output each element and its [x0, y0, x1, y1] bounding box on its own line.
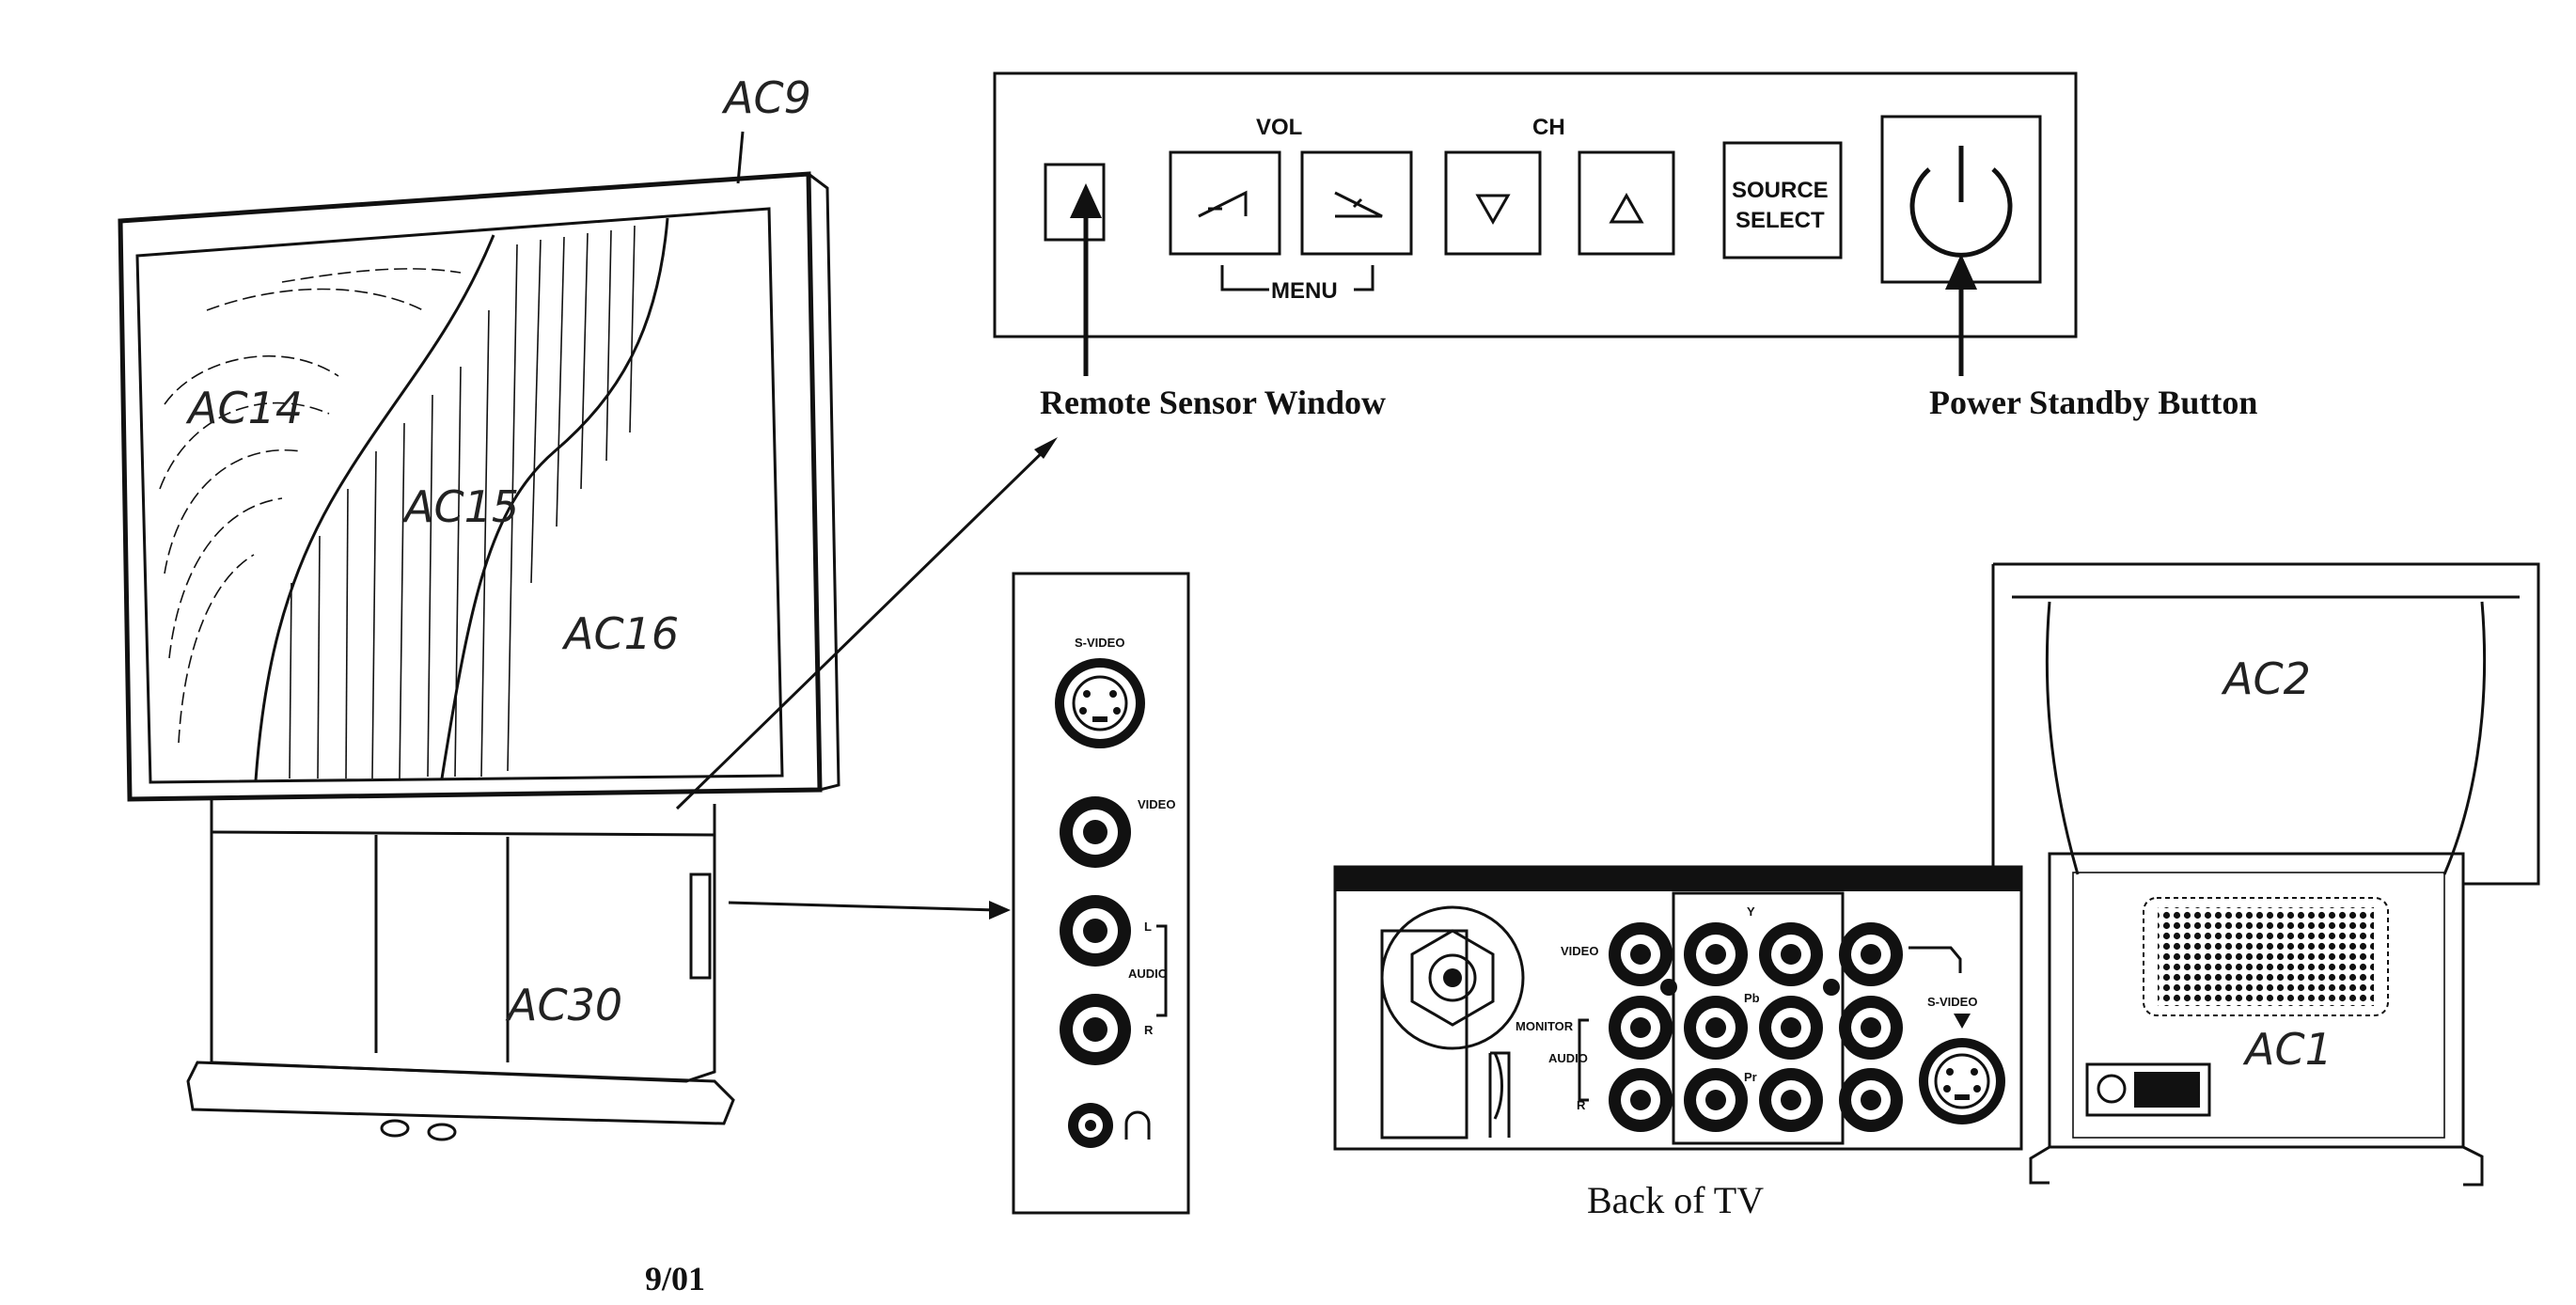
date-mark: 9/01 [645, 1260, 705, 1297]
rear-rca-jacks [1609, 922, 1903, 1132]
ch-label: CH [1532, 115, 1565, 140]
rear-y-label: Y [1747, 904, 1755, 919]
tv-pedestal [210, 799, 716, 1083]
side-l-label: L [1144, 920, 1152, 934]
headphone-icon [1124, 1110, 1151, 1140]
rca-jack [1609, 1068, 1673, 1132]
ac14-swirl [159, 268, 462, 744]
side-video-jack [1060, 796, 1131, 868]
label-ac1: AC1 [2242, 1024, 2333, 1075]
vol-label: VOL [1256, 115, 1302, 140]
back-of-tv-caption: Back of TV [1587, 1179, 1764, 1221]
rca-jack [1609, 996, 1673, 1060]
label-ac15: AC15 [401, 481, 519, 532]
tv-base [186, 1061, 735, 1125]
rca-jack [1684, 1068, 1748, 1132]
control-panel: VOL MENU CH SOURCE SELECT Remote Sensor … [993, 71, 2257, 421]
rear-pb-label: Pb [1744, 991, 1760, 1005]
remote-sensor-window [1044, 163, 1106, 242]
rca-jack [1759, 996, 1823, 1060]
rear-cabinet-lower [2048, 852, 2465, 1149]
label-ac30: AC30 [505, 980, 622, 1030]
pedestal-side-jacks [689, 873, 712, 980]
region-ac15-left-edge [254, 234, 495, 781]
rca-jack [1684, 922, 1748, 986]
vol-up-button [1300, 150, 1413, 256]
source-label-line2: SELECT [1736, 208, 1825, 233]
side-headphone-jack [1068, 1103, 1113, 1148]
tv-screen [135, 207, 784, 784]
back-of-tv: AC2 AC1 VIDEO MONITOR AUDIO R [1333, 562, 2540, 1221]
source-select-button [1722, 141, 1843, 259]
side-panel-frame [1012, 572, 1190, 1215]
ch-down-button [1444, 150, 1542, 256]
vol-down-button [1169, 150, 1281, 256]
rear-monitor-label: MONITOR [1516, 1019, 1574, 1033]
label-ac9: AC9 [721, 72, 811, 123]
control-panel-frame [993, 71, 2078, 338]
rear-video-label: VIDEO [1561, 944, 1598, 958]
power-standby-caption: Power Standby Button [1929, 384, 2257, 421]
rca-jack [1684, 996, 1748, 1060]
remote-sensor-caption: Remote Sensor Window [1040, 384, 1386, 421]
ac15-hatch [289, 225, 636, 779]
rca-jack [1759, 922, 1823, 986]
side-video-label: VIDEO [1138, 797, 1175, 811]
label-ac16: AC16 [561, 608, 679, 659]
menu-label: MENU [1271, 278, 1338, 304]
side-audio-l-jack [1060, 895, 1131, 967]
rear-svideo-label: S-VIDEO [1927, 995, 1977, 1009]
rca-jack [1839, 996, 1903, 1060]
side-audio-r-jack [1060, 994, 1131, 1065]
antenna-connector [1380, 905, 1525, 1050]
rear-r-label: R [1577, 1098, 1586, 1112]
side-r-label: R [1144, 1023, 1154, 1037]
side-input-panel: S-VIDEO VIDEO L AUDIO R [1012, 572, 1190, 1215]
rca-jack [1759, 1068, 1823, 1132]
rca-jack [1839, 1068, 1903, 1132]
side-svideo-label: S-VIDEO [1075, 636, 1124, 650]
rca-jack [1609, 922, 1673, 986]
leader-arrows [675, 437, 1058, 920]
side-audio-label: AUDIO [1128, 967, 1168, 981]
ch-up-button [1578, 150, 1675, 256]
speaker-grille [2143, 897, 2389, 1016]
rear-svideo-jack [1919, 1038, 2005, 1124]
rear-cabinet-top [1991, 562, 2540, 886]
label-ac14: AC14 [185, 383, 303, 433]
power-inlet [2085, 1062, 2211, 1117]
label-ac2: AC2 [2221, 653, 2311, 704]
region-ac15-right-edge [440, 217, 669, 779]
tv-sketch: AC9 AC14 AC15 AC16 AC30 [118, 72, 840, 1141]
rear-pr-label: Pr [1744, 1070, 1757, 1084]
source-label-line1: SOURCE [1732, 178, 1829, 203]
rca-jack [1839, 922, 1903, 986]
rear-audio-label: AUDIO [1548, 1051, 1588, 1065]
